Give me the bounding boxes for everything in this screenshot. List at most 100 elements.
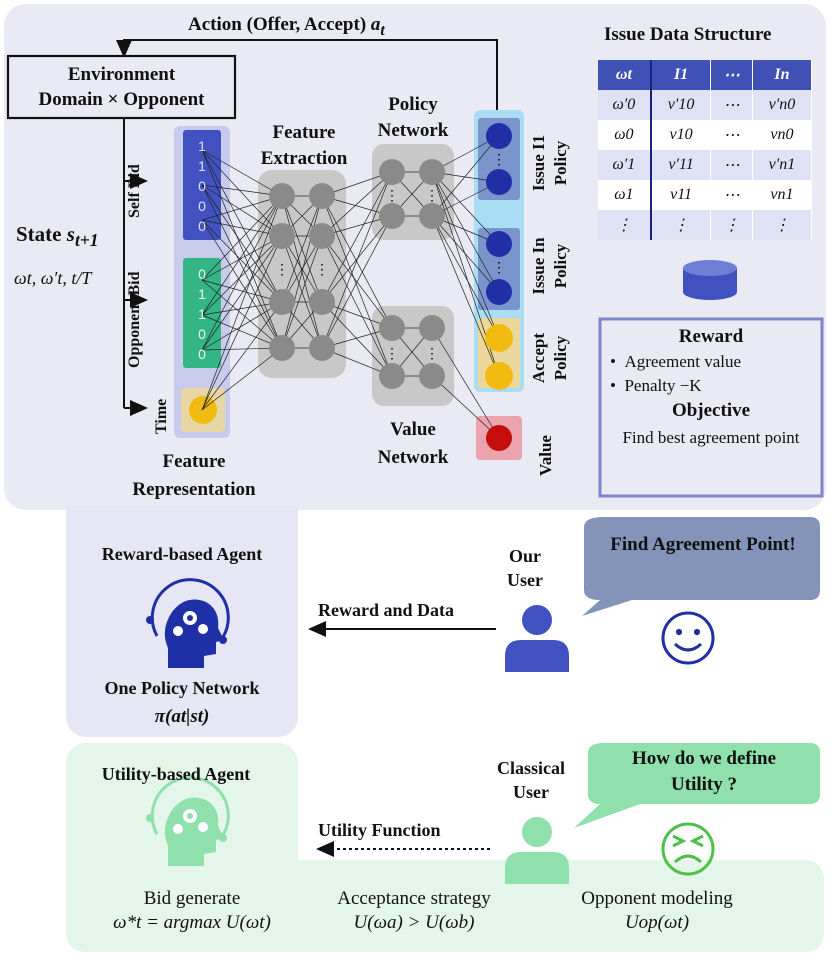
connection-line — [201, 347, 283, 411]
connection-line — [321, 301, 393, 377]
policy-output-node — [486, 169, 512, 195]
connection-line — [201, 301, 283, 411]
utility-function-label: Utility Function — [318, 820, 441, 840]
feature-representation-label: Feature Representation — [132, 451, 256, 500]
connection-line — [201, 195, 283, 221]
acceptance-strategy: Acceptance strategy U(ωa) > U(ωb) — [337, 888, 491, 933]
issue-table-cell: v11 — [650, 180, 712, 210]
ellipsis-glyph: ⋮ — [275, 263, 289, 278]
connection-line — [201, 184, 283, 197]
connection-line — [201, 347, 283, 351]
accept-output-node — [485, 362, 513, 390]
issue-table-cell: ω0 — [598, 120, 652, 150]
environment-box — [6, 54, 237, 120]
policy-output-node — [486, 123, 512, 149]
connection-line — [201, 314, 283, 349]
issue-table-cell: v10 — [650, 120, 712, 150]
policy-network-title: One Policy Network — [104, 678, 260, 698]
connection-line — [431, 171, 500, 245]
accept-output-node — [485, 324, 513, 352]
connection-line — [201, 279, 283, 349]
issue-table-cell: ⋯ — [710, 180, 753, 210]
ellipsis-glyph: ⋮ — [385, 189, 399, 204]
connection-line — [321, 195, 393, 377]
connection-line — [321, 171, 393, 303]
connection-line — [201, 149, 283, 303]
connection-line — [201, 219, 283, 237]
connection-line — [431, 171, 500, 293]
connection-line — [201, 195, 283, 411]
issue-table-cell: ⋮ — [598, 210, 652, 240]
ellipsis-glyph: ⋮ — [385, 347, 399, 362]
feature-extraction-label: Feature Extraction — [260, 122, 348, 169]
value-network-label: Value Network — [377, 419, 449, 468]
hidden-node — [309, 223, 335, 249]
connection-line — [431, 215, 500, 377]
connection-line — [201, 301, 283, 351]
reward-box-frame — [598, 317, 824, 498]
smiley-face-icon — [661, 611, 715, 665]
environment-label: Environment Domain × Opponent — [38, 64, 205, 110]
state-label: State st+1 — [16, 222, 99, 251]
objective-title: Objective — [671, 400, 751, 421]
issue-table-cell: v′10 — [650, 90, 712, 120]
connection-line — [321, 171, 393, 237]
issue-table-cell: v′n1 — [752, 150, 813, 180]
connection-line — [201, 219, 283, 349]
hidden-node — [269, 335, 295, 361]
self-bid-text: Self Bid — [126, 164, 143, 218]
accept-policy-label: Accept Policy — [529, 332, 570, 384]
issue-table-cell: ω′1 — [598, 150, 652, 180]
opponent-bid-block — [183, 258, 221, 368]
classical-user-icon — [505, 817, 569, 884]
value-output-label: Value — [536, 435, 555, 476]
hidden-node — [269, 183, 295, 209]
connection-line — [281, 195, 323, 303]
connection-line — [201, 149, 283, 197]
reward-title: Reward — [678, 326, 744, 347]
reward-data-label: Reward and Data — [318, 600, 455, 620]
connection-line — [321, 235, 393, 377]
issue-table-cell: ⋯ — [710, 90, 753, 120]
issue-table-cell: ⋯ — [710, 120, 753, 150]
connection-line — [321, 215, 393, 349]
connection-line — [431, 215, 500, 339]
connection-line — [201, 195, 283, 281]
time-text: Time — [153, 398, 170, 434]
issue-table-header-cell: ωt — [598, 60, 652, 90]
connection-line — [431, 171, 500, 339]
action-arrow — [116, 39, 498, 118]
ellipsis-glyph: ⋮ — [425, 347, 439, 362]
ellipsis-glyph: ⋮ — [492, 153, 506, 168]
value-output-node — [486, 425, 512, 451]
issue-table-cell: ω′0 — [598, 90, 652, 120]
brain-gear-icon-blue — [146, 578, 230, 668]
hidden-node — [269, 289, 295, 315]
reward-bullet-1: • Agreement value — [610, 352, 742, 371]
connection-line — [281, 235, 323, 349]
utility-speech-bubble — [574, 743, 820, 828]
policy-formula: π(at|st) — [154, 706, 210, 727]
issue-table-cell: ⋮ — [710, 210, 753, 240]
issue-table-cell: vn0 — [752, 120, 813, 150]
hidden-node — [419, 159, 445, 185]
hidden-node — [419, 363, 445, 389]
opponent-modeling: Opponent modeling Uop(ωt) — [581, 888, 733, 933]
connection-line — [201, 184, 283, 303]
connection-line — [201, 279, 283, 303]
ellipsis-glyph: ⋮ — [492, 261, 506, 276]
issue1-policy-label: Issue I1 Policy — [529, 134, 570, 192]
database-icon — [683, 260, 737, 300]
connection-line — [201, 219, 283, 303]
issue-table-cell: ⋯ — [710, 150, 753, 180]
our-user-icon — [505, 605, 569, 672]
hidden-node — [379, 203, 405, 229]
time-node — [189, 396, 217, 424]
